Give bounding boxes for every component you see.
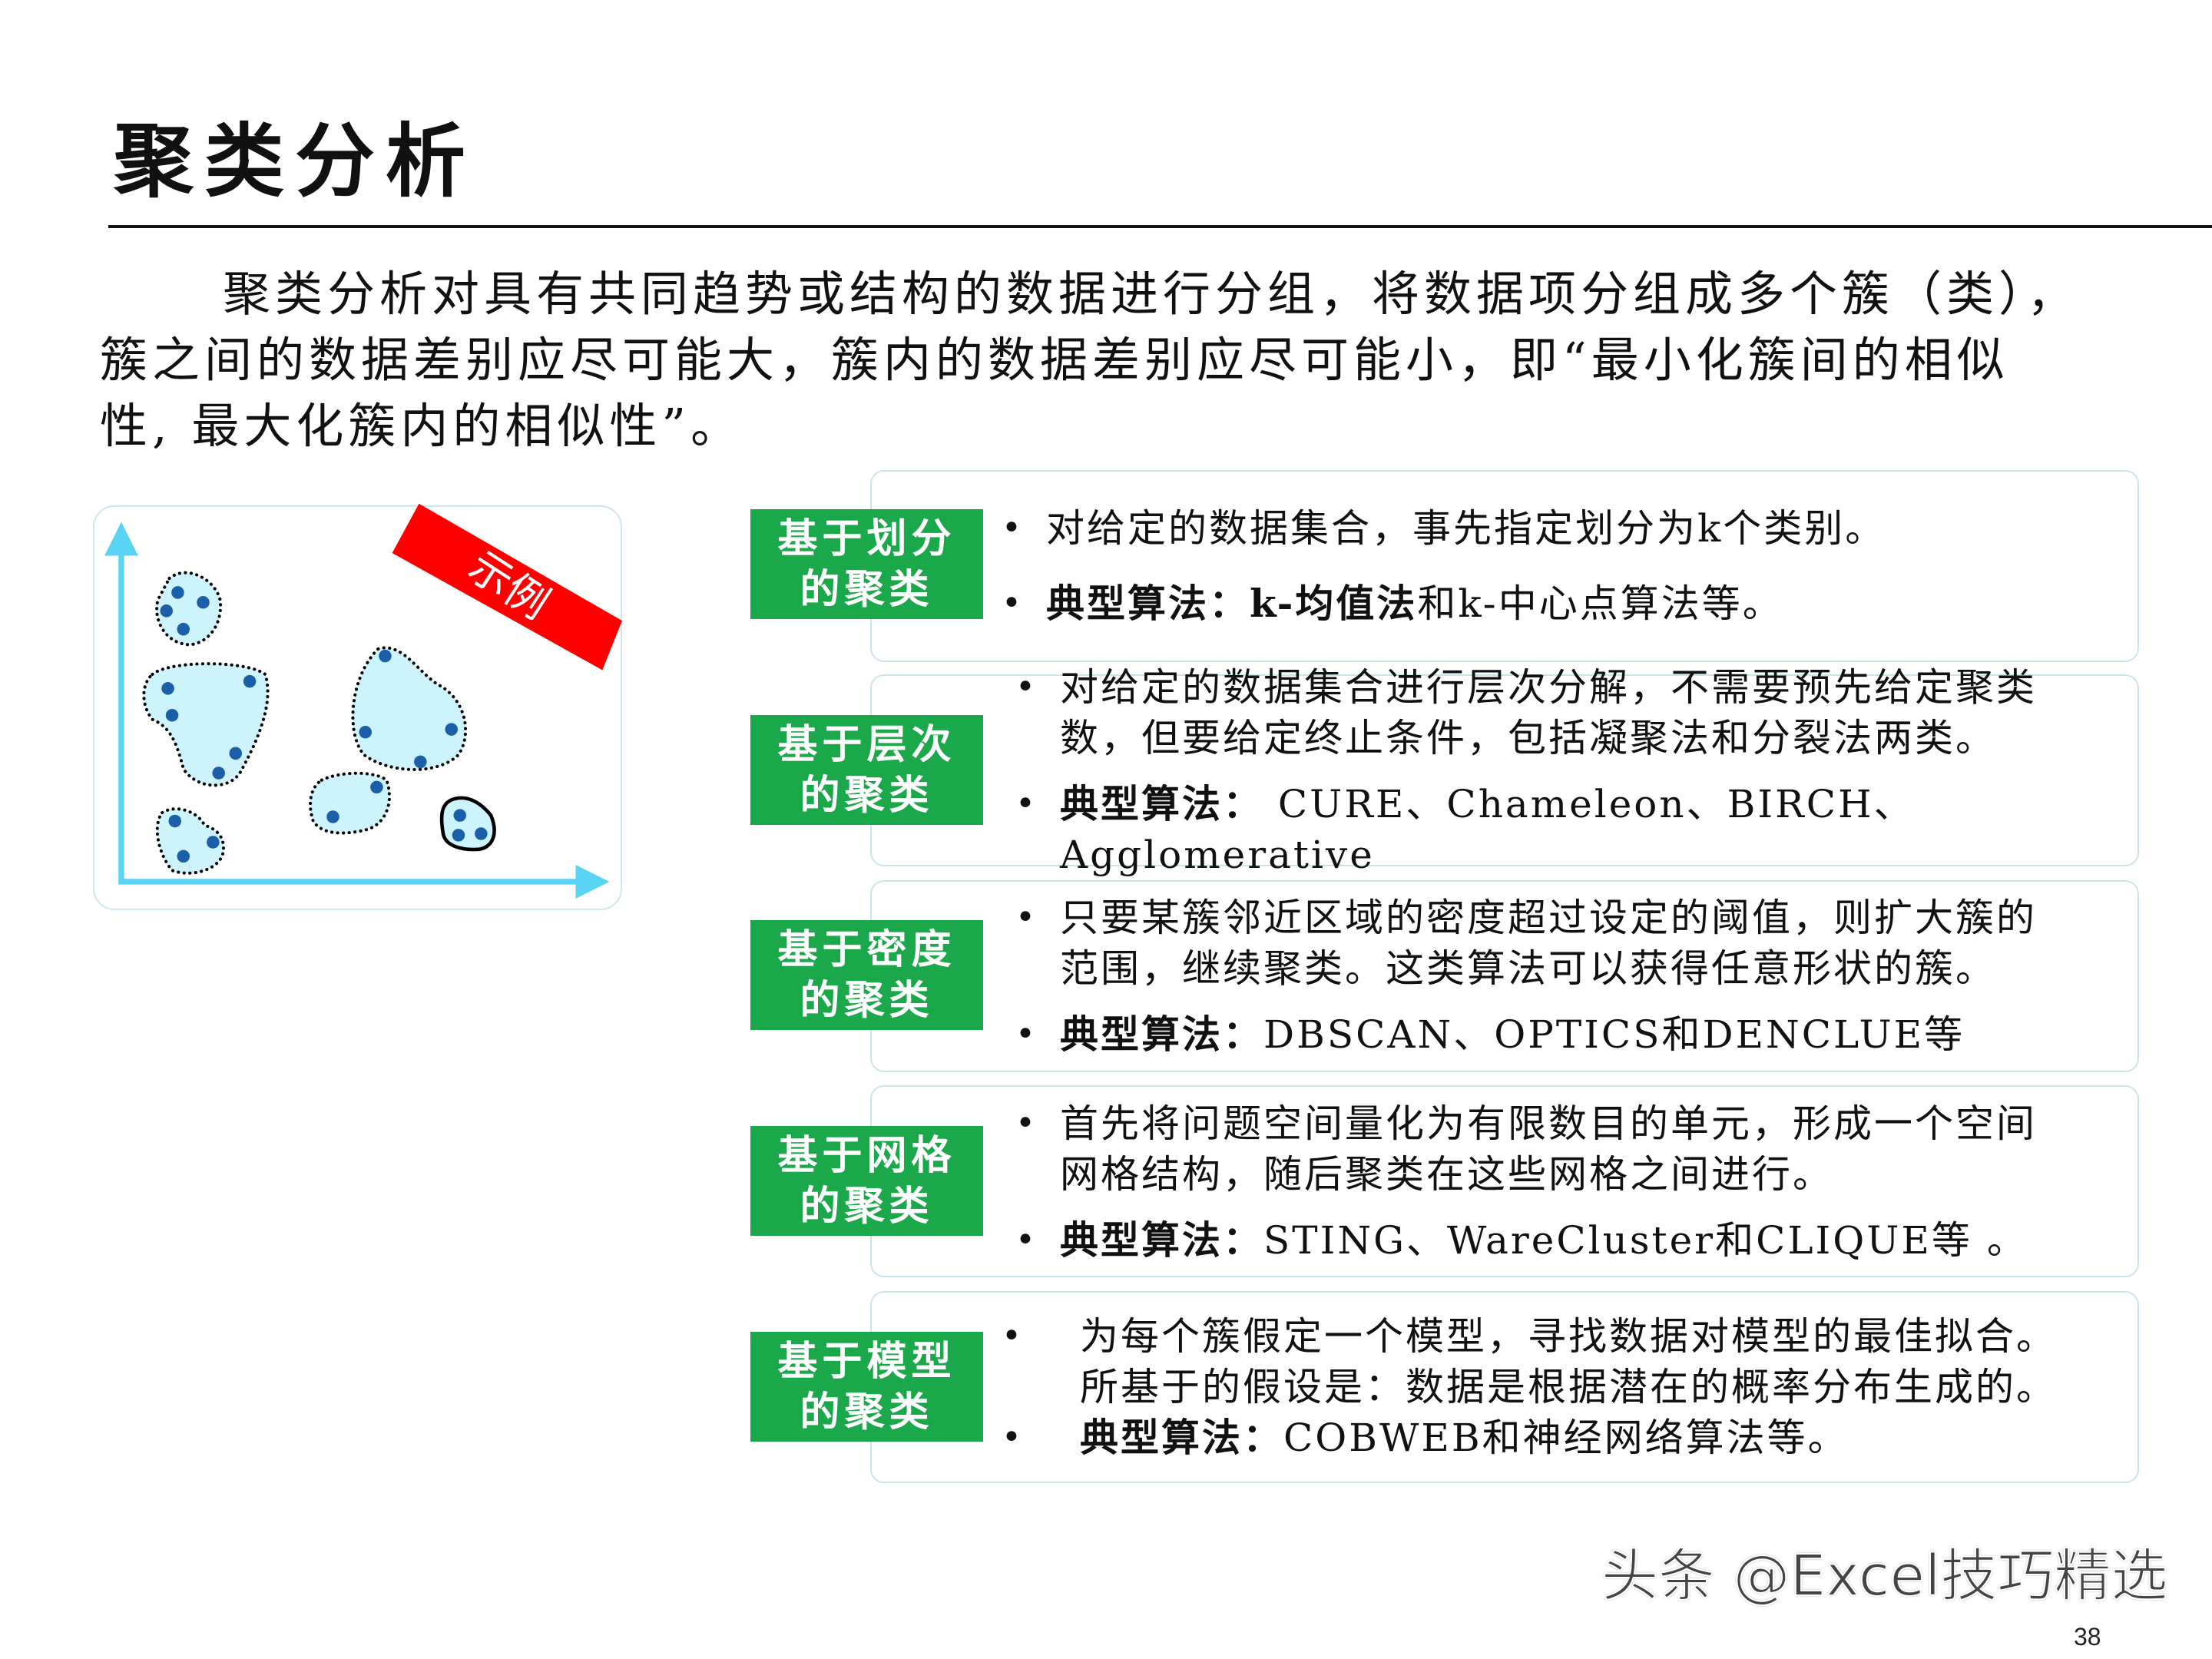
bullet-line: 对给定的数据集合进行层次分解，不需要预先给定聚类 bbox=[1060, 665, 2037, 710]
label-line: 的聚类 bbox=[800, 565, 934, 613]
bullet-algorithms: 典型算法：COBWEB和神经网络算法等。 bbox=[998, 1412, 2128, 1463]
method-box-partition bbox=[870, 470, 2139, 662]
method-label-partition: 基于划分 的聚类 bbox=[750, 509, 983, 619]
bullet-algorithms: 典型算法：DBSCAN、OPTICS和DENCLUE等 bbox=[1012, 1009, 2141, 1060]
method-label-density: 基于密度 的聚类 bbox=[750, 920, 983, 1030]
algorithms-prefix: 典型算法： bbox=[1060, 1217, 1263, 1263]
bullet-line: 范围，继续聚类。这类算法可以获得任意形状的簇。 bbox=[1060, 946, 1996, 991]
bullet-line: 首先将问题空间量化为有限数目的单元，形成一个空间 bbox=[1060, 1101, 2037, 1146]
bullet-line: 所基于的假设是：数据是根据潜在的概率分布生成的。 bbox=[1080, 1365, 2057, 1409]
bullet-description: 为每个簇假定一个模型，寻找数据对模型的最佳拟合。 所基于的假设是：数据是根据潜在… bbox=[998, 1311, 2128, 1412]
algorithms-text: COBWEB和神经网络算法等。 bbox=[1283, 1416, 1849, 1460]
bullet-line: 网格结构，随后聚类在这些网格之间进行。 bbox=[1060, 1151, 1833, 1197]
algorithms-text: 和k-中心点算法等。 bbox=[1417, 581, 1783, 626]
method-content-grid: 首先将问题空间量化为有限数目的单元，形成一个空间 网格结构，随后聚类在这些网格之… bbox=[1012, 1085, 2141, 1278]
bullet-line: 只要某簇邻近区域的密度超过设定的阈值，则扩大簇的 bbox=[1060, 896, 2037, 940]
intro-paragraph: 聚类分析对具有共同趋势或结构的数据进行分组，将数据项分组成多个簇（类）， 簇之间… bbox=[100, 261, 2204, 459]
method-label-hierarchical: 基于层次 的聚类 bbox=[750, 715, 983, 825]
label-line: 基于划分 bbox=[777, 515, 956, 562]
algorithms-prefix: 典型算法： bbox=[1060, 781, 1263, 826]
label-line: 的聚类 bbox=[800, 1182, 934, 1230]
label-line: 基于模型 bbox=[777, 1337, 956, 1385]
label-line: 的聚类 bbox=[800, 771, 934, 819]
intro-line: 性, 最大化簇内的相似性”。 bbox=[100, 398, 743, 454]
method-content-partition: 对给定的数据集合，事先指定划分为k个类别。 典型算法：k-均值法和k-中心点算法… bbox=[998, 470, 2128, 662]
algorithms-text: CURE、Chameleon、BIRCH、Agglomerative bbox=[1060, 782, 1915, 877]
algorithms-prefix: 典型算法： bbox=[1080, 1415, 1283, 1460]
label-line: 的聚类 bbox=[800, 1388, 934, 1435]
intro-line: 聚类分析对具有共同趋势或结构的数据进行分组，将数据项分组成多个簇（类）， bbox=[223, 266, 2080, 322]
algorithms-prefix: 典型算法： bbox=[1060, 1012, 1263, 1057]
intro-line: 簇之间的数据差别应尽可能大，簇内的数据差别应尽可能小，即“最小化簇间的相似 bbox=[100, 332, 2009, 388]
bullet-line: 对给定的数据集合，事先指定划分为k个类别。 bbox=[1046, 506, 1886, 551]
label-line: 的聚类 bbox=[800, 976, 934, 1024]
label-line: 基于网格 bbox=[777, 1131, 956, 1179]
bullet-algorithms: 典型算法： CURE、Chameleon、BIRCH、Agglomerative bbox=[1012, 779, 2141, 880]
method-label-grid: 基于网格 的聚类 bbox=[750, 1126, 983, 1236]
label-line: 基于层次 bbox=[777, 720, 956, 768]
method-content-density: 只要某簇邻近区域的密度超过设定的阈值，则扩大簇的 范围，继续聚类。这类算法可以获… bbox=[1012, 880, 2141, 1072]
label-line: 基于密度 bbox=[777, 926, 956, 973]
method-content-hierarchical: 对给定的数据集合进行层次分解，不需要预先给定聚类 数，但要给定终止条件，包括凝聚… bbox=[1012, 662, 2141, 877]
algorithms-prefix: 典型算法：k-均值法 bbox=[1046, 581, 1418, 626]
algorithms-text: STING、WareCluster和CLIQUE等 。 bbox=[1263, 1217, 2028, 1263]
bullet-line: 为每个簇假定一个模型，寻找数据对模型的最佳拟合。 bbox=[1080, 1314, 2057, 1359]
bullet-description: 只要某簇邻近区域的密度超过设定的阈值，则扩大簇的 范围，继续聚类。这类算法可以获… bbox=[1012, 892, 2141, 994]
method-label-model: 基于模型 的聚类 bbox=[750, 1332, 983, 1442]
page-number: 38 bbox=[2074, 1623, 2101, 1651]
bullet-description: 首先将问题空间量化为有限数目的单元，形成一个空间 网格结构，随后聚类在这些网格之… bbox=[1012, 1098, 2141, 1200]
title-divider bbox=[108, 225, 2212, 228]
algorithms-text: DBSCAN、OPTICS和DENCLUE等 bbox=[1263, 1012, 1965, 1057]
page-title: 聚类分析 bbox=[114, 114, 477, 208]
bullet-description: 对给定的数据集合，事先指定划分为k个类别。 bbox=[998, 503, 2128, 554]
bullet-description: 对给定的数据集合进行层次分解，不需要预先给定聚类 数，但要给定终止条件，包括凝聚… bbox=[1012, 662, 2141, 763]
watermark: 头条 @Excel技巧精选 bbox=[1601, 1542, 2169, 1610]
bullet-algorithms: 典型算法：STING、WareCluster和CLIQUE等 。 bbox=[1012, 1215, 2141, 1266]
method-content-model: 为每个簇假定一个模型，寻找数据对模型的最佳拟合。 所基于的假设是：数据是根据潜在… bbox=[998, 1291, 2128, 1483]
bullet-line: 数，但要给定终止条件，包括凝聚法和分裂法两类。 bbox=[1060, 716, 1996, 760]
cluster-illustration-frame bbox=[93, 505, 622, 910]
bullet-algorithms: 典型算法：k-均值法和k-中心点算法等。 bbox=[998, 578, 2128, 629]
